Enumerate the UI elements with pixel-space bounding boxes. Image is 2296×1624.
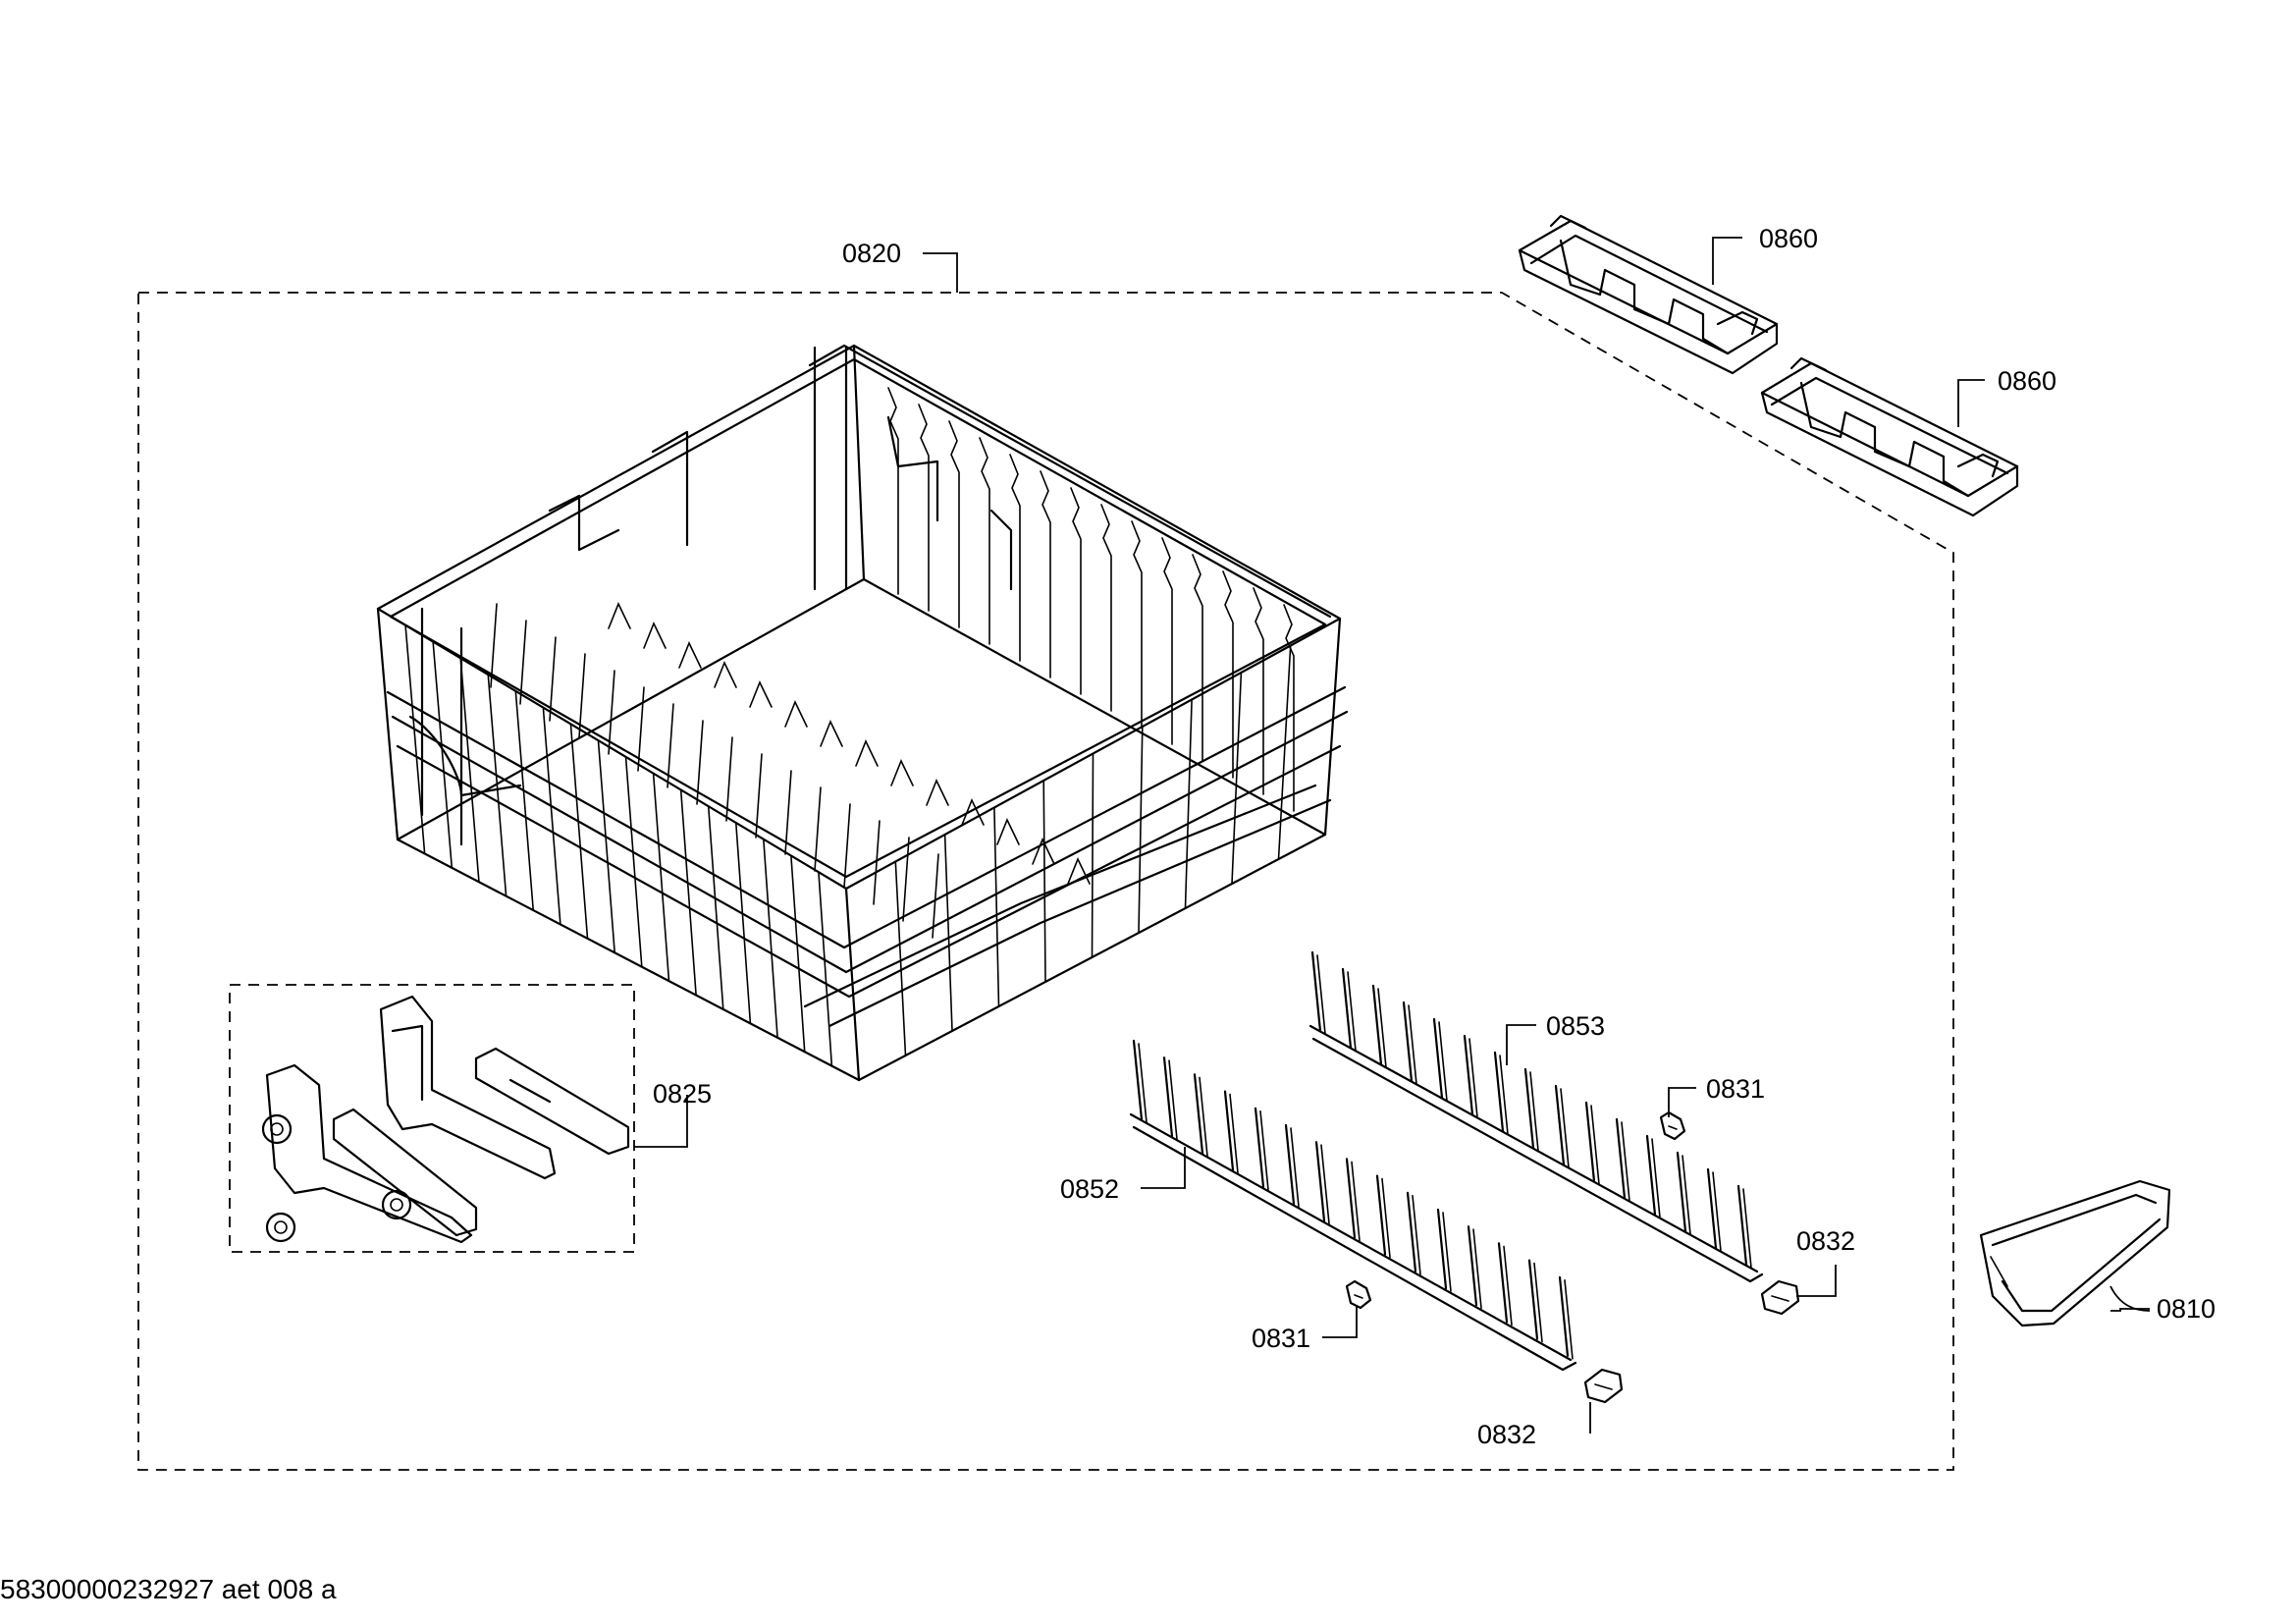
basket-handle-drawing xyxy=(1979,1179,2171,1327)
tine-bracket-lower-drawing xyxy=(1583,1368,1624,1404)
label-handle: 0810 xyxy=(2157,1294,2216,1324)
leader-rack-front xyxy=(1141,1147,1186,1189)
label-holder-lower-left: 0831 xyxy=(1252,1324,1310,1353)
leader-bracket-upper-right xyxy=(1796,1265,1837,1297)
leader-holder-upper-right xyxy=(1668,1087,1696,1117)
label-rack-front: 0852 xyxy=(1060,1174,1119,1204)
label-basket: 0820 xyxy=(842,239,901,268)
label-rack-rear: 0853 xyxy=(1546,1011,1605,1041)
leader-holder-lower-left xyxy=(1322,1306,1358,1338)
rack-clip-right-drawing xyxy=(1760,356,2019,517)
label-clip-right: 0860 xyxy=(1998,366,2056,396)
tine-bracket-upper-right-drawing xyxy=(1760,1279,1800,1316)
label-height-adjuster: 0825 xyxy=(653,1079,712,1109)
label-bracket-lower: 0832 xyxy=(1477,1420,1536,1449)
tine-rack-front-drawing xyxy=(1129,1039,1577,1372)
tine-holder-lower-left-drawing xyxy=(1345,1279,1372,1310)
height-adjuster-drawing xyxy=(261,995,630,1244)
label-bracket-upper-right: 0832 xyxy=(1796,1226,1855,1256)
leader-clip-top xyxy=(1712,237,1742,285)
tine-rack-rear-drawing xyxy=(1308,950,1764,1283)
rack-clip-top-drawing xyxy=(1518,214,1779,375)
leader-basket xyxy=(923,252,958,293)
upper-basket-drawing xyxy=(376,344,1349,1082)
leader-rack-rear xyxy=(1506,1024,1536,1065)
document-code: 58300000232927 aet 008 a xyxy=(0,1574,337,1604)
label-clip-top: 0860 xyxy=(1759,224,1818,253)
tine-holder-upper-right-drawing xyxy=(1659,1110,1686,1141)
leader-height-adjuster xyxy=(634,1095,688,1148)
basket-assembly-boundary xyxy=(137,292,1954,1471)
leader-clip-right xyxy=(1957,379,1985,427)
label-holder-upper-right: 0831 xyxy=(1706,1074,1765,1104)
